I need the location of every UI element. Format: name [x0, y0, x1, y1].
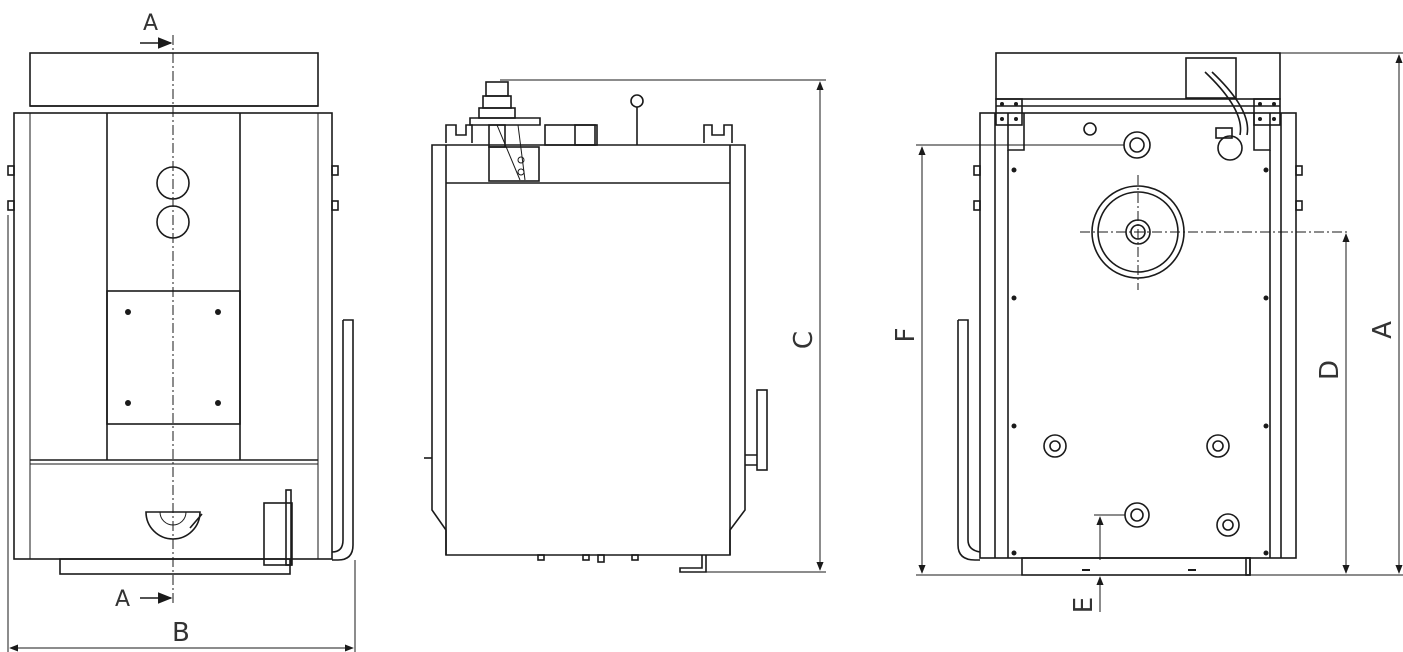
section-label-top: A — [143, 11, 158, 36]
section-label-bottom: A — [115, 587, 130, 612]
dimension-label-b: B — [172, 618, 190, 648]
dimension-label-c: C — [789, 331, 819, 349]
dimension-label-a: A — [1368, 321, 1398, 339]
dimension-label-e: E — [1069, 597, 1099, 613]
dimension-label-f: F — [891, 328, 921, 343]
rear-view: A D F E — [891, 52, 1403, 613]
dimension-label-d: D — [1315, 360, 1345, 380]
front-view: A A B — [7, 11, 356, 652]
side-view: C — [424, 79, 826, 573]
